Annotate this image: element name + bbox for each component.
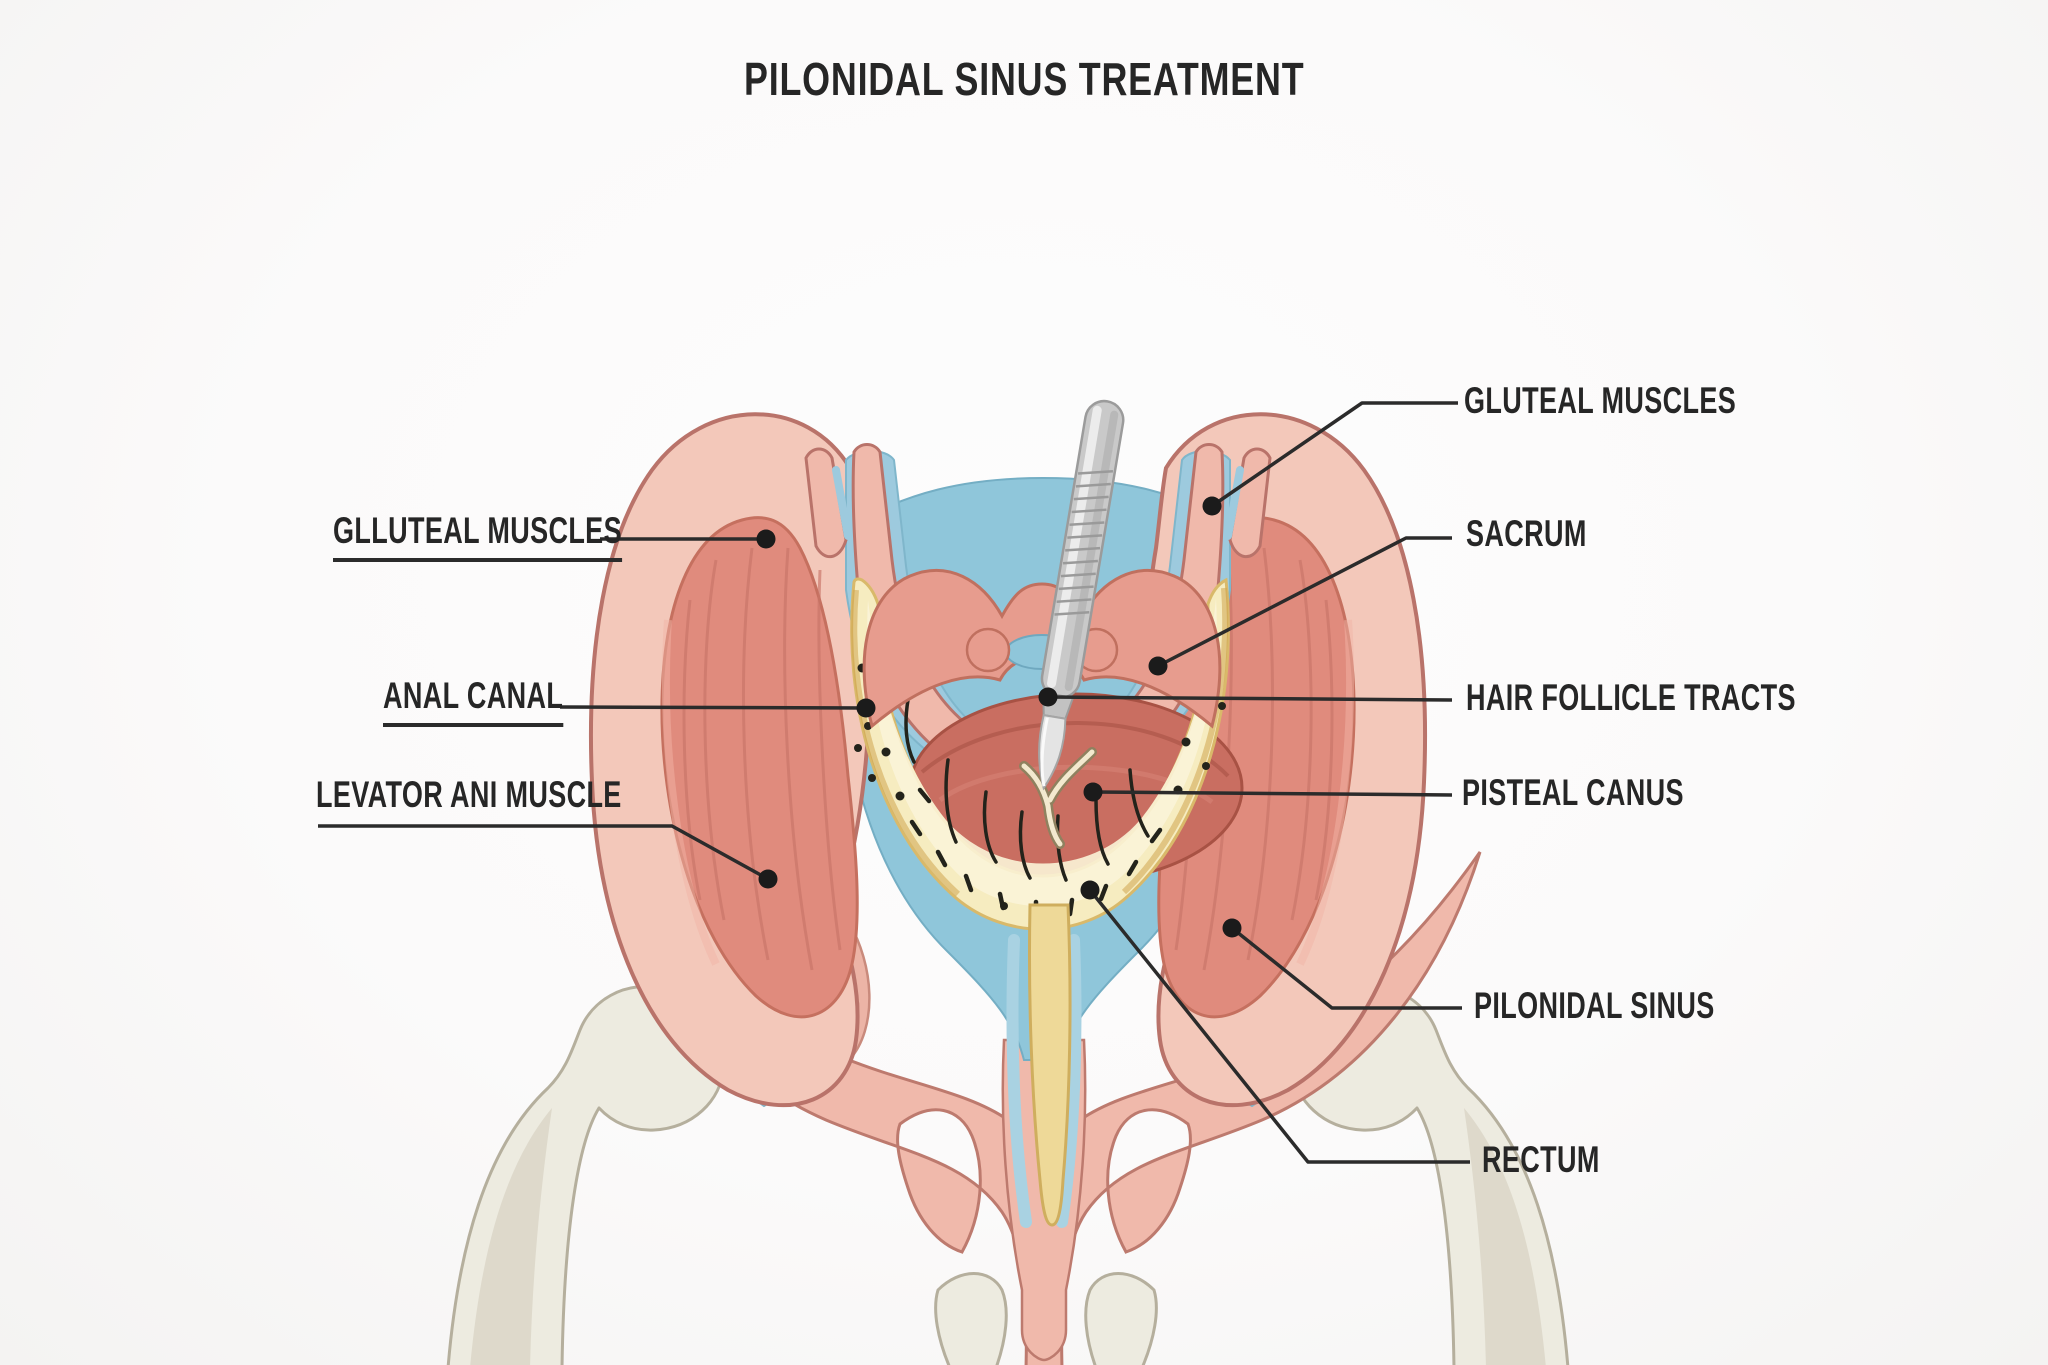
cleft-skin-tip-right (1228, 447, 1272, 558)
label-hair-follicle-tracts: HAIR FOLLICLE TRACTS (1466, 677, 1796, 718)
label-levator-ani-muscle: LEVATOR ANI MUSCLE (316, 774, 622, 815)
incision-mark (1019, 747, 1097, 849)
pubic-bone-left (934, 1272, 1008, 1365)
leader-gluteal-right (1211, 401, 1458, 508)
leader-dots (756, 496, 1242, 938)
sinus-tail (1006, 903, 1082, 1228)
label-gluteal-muscles-right: GLUTEAL MUSCLES (1464, 380, 1737, 421)
leader-lines (318, 401, 1470, 1164)
leader-rectum (1088, 888, 1470, 1164)
leader-hair-follicle (1047, 695, 1453, 702)
leader-sacrum (1157, 536, 1452, 668)
leader-levator-ani (318, 824, 769, 881)
page-title: PILONIDAL SINUS TREATMENT (743, 53, 1305, 105)
label-sacrum: SACRUM (1466, 513, 1587, 554)
leader-pisteal (1092, 790, 1453, 797)
pubic-bone-right (1084, 1272, 1158, 1365)
scalpel-grip-hatching (1054, 469, 1113, 616)
leader-anal-canal (559, 705, 867, 710)
label-anal-canal: ANAL CANAL (383, 676, 630, 727)
hair-strands (904, 698, 1150, 882)
label-glluteal-muscles-left: GLLUTEAL MUSCLES (333, 511, 729, 562)
cleft-skin-tip-left (804, 447, 848, 558)
label-pisteal-canus: PISTEAL CANUS (1462, 772, 1684, 813)
pelvic-bones (446, 985, 1570, 1365)
label-pilonidal-sinus: PILONIDAL SINUS (1474, 985, 1715, 1026)
muscle-striations-left (682, 547, 842, 971)
label-rectum: RECTUM (1482, 1139, 1600, 1180)
leader-pilonidal (1230, 926, 1462, 1010)
